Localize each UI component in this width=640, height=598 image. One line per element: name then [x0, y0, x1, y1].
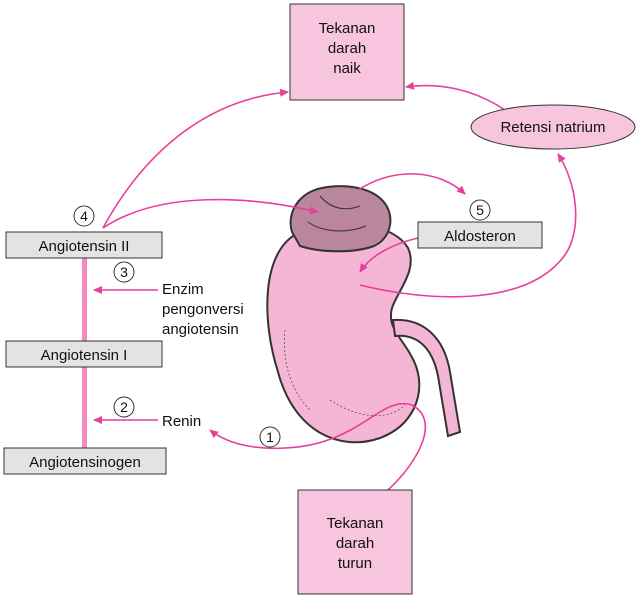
- step-marker-3: 3: [113, 261, 135, 283]
- retensi-natrium-label: Retensi natrium: [500, 119, 605, 136]
- adrenal-gland-illustration: [289, 185, 392, 253]
- arrow-aldosteron-to-kidney: [359, 237, 419, 273]
- retensi-natrium-ellipse: Retensi natrium: [470, 104, 636, 150]
- angiotensin-ii-box: Angiotensin II: [5, 231, 163, 259]
- blood-pressure-low-box: Tekanan darah turun: [297, 489, 413, 595]
- step-number: 4: [80, 208, 88, 224]
- angiotensin-i-box: Angiotensin I: [5, 340, 163, 368]
- ace-label-line: angiotensin: [162, 321, 239, 338]
- step-number: 3: [120, 264, 128, 280]
- renin-label: Renin: [162, 413, 201, 430]
- arrow-angiotensin2-to-adrenal: [102, 198, 319, 229]
- arrow-kidney-to-retensi: [359, 153, 577, 298]
- aldosteron-box: Aldosteron: [417, 221, 543, 249]
- step-marker-5: 5: [469, 199, 491, 221]
- step-number: 5: [476, 202, 484, 218]
- step-marker-1: 1: [259, 426, 281, 448]
- box-text-line: darah: [336, 535, 374, 552]
- angiotensinogen-box: Angiotensinogen: [3, 447, 167, 475]
- arrow-retensi-to-pressure: [405, 81, 506, 111]
- ace-label-line: pengonversi: [162, 301, 244, 318]
- box-text-line: Tekanan: [327, 515, 384, 532]
- blood-pressure-high-box: Tekanan darah naik: [289, 3, 405, 101]
- angiotensinogen-label: Angiotensinogen: [29, 454, 141, 471]
- box-text-line: turun: [338, 555, 372, 572]
- step-marker-2: 2: [113, 396, 135, 418]
- angiotensin-ii-label: Angiotensin II: [39, 238, 130, 255]
- arrow-angiotensin2-to-pressure: [102, 88, 289, 229]
- step-number: 2: [120, 399, 128, 415]
- ace-enzyme-label: Enzim pengonversi angiotensin: [162, 281, 244, 338]
- box-text-line: Tekanan: [319, 20, 376, 37]
- step-number: 1: [266, 429, 274, 445]
- kidney-illustration: [266, 222, 462, 444]
- arrow-low-pressure-to-kidney-renin: [209, 402, 427, 491]
- angiotensin-i-label: Angiotensin I: [41, 347, 128, 364]
- step-marker-4: 4: [73, 205, 95, 227]
- arrow-adrenal-to-aldosteron: [357, 173, 466, 195]
- aldosteron-label: Aldosteron: [444, 228, 516, 245]
- box-text-line: darah: [328, 40, 366, 57]
- ace-label-line: Enzim: [162, 281, 204, 298]
- box-text-line: naik: [333, 60, 361, 77]
